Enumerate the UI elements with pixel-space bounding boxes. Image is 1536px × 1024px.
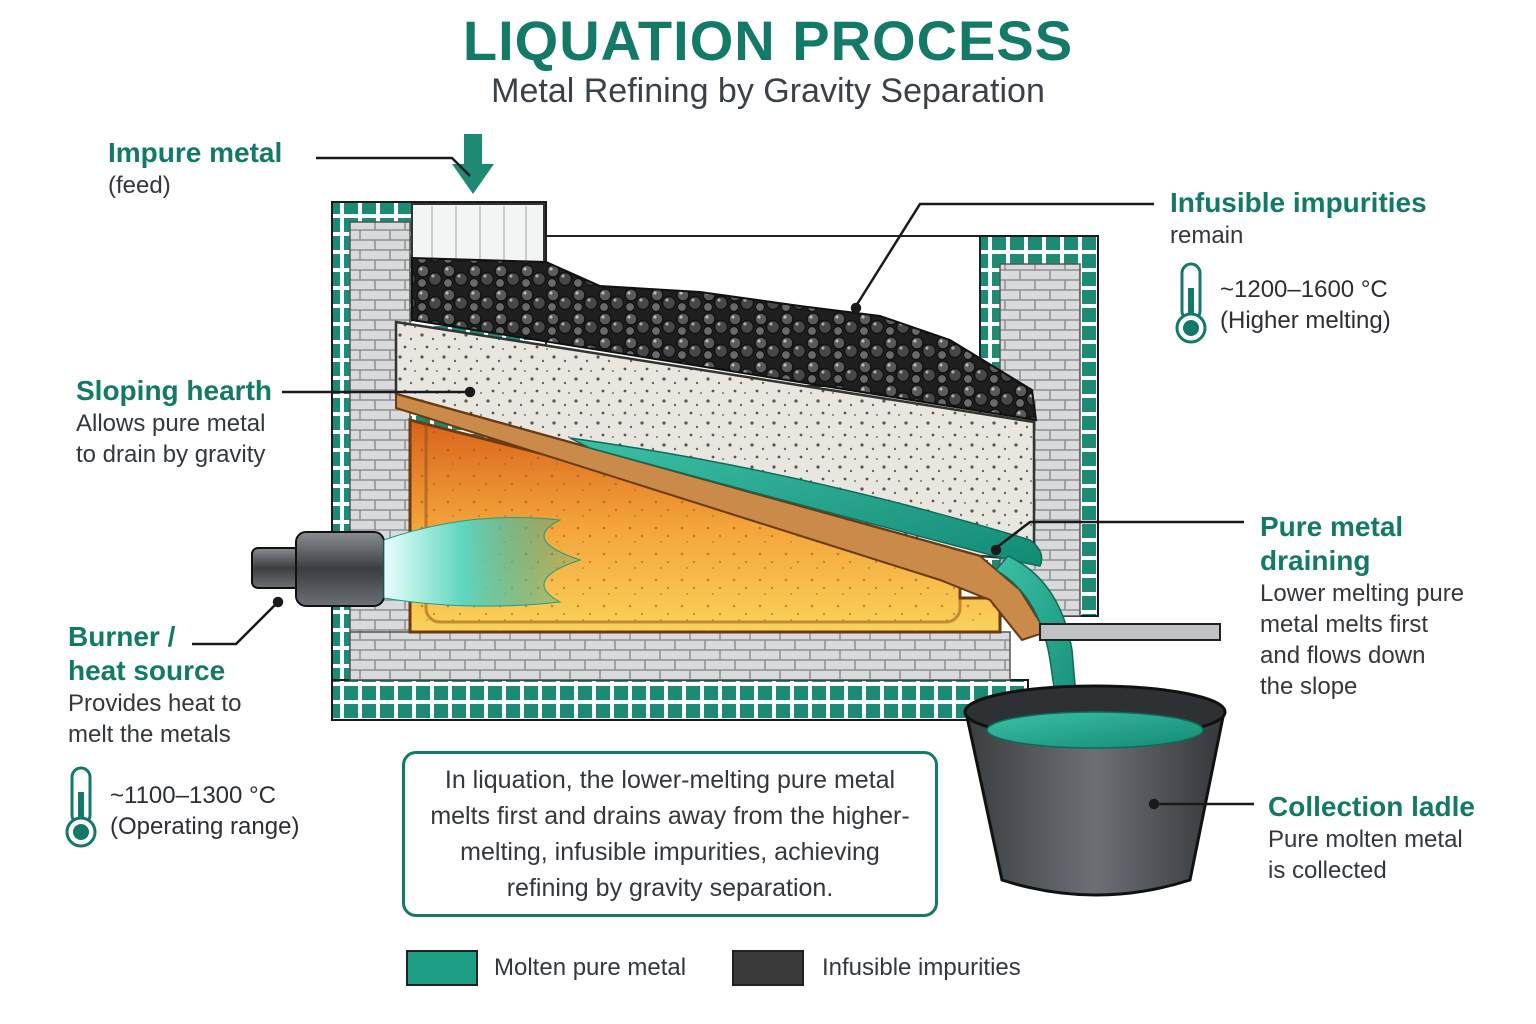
burner-temp-value: ~1100–1300 °C: [110, 782, 276, 809]
leader-burner: [192, 603, 277, 646]
burner-body: [295, 531, 385, 607]
leader-impure-metal: [316, 156, 471, 177]
infusible-temp: ~1200–1600 °C (Higher melting): [1220, 274, 1391, 336]
hearth-underside: [395, 392, 1048, 642]
legend-label-molten: Molten pure metal: [494, 954, 687, 981]
burner-flame: [383, 517, 582, 607]
collection-ladle-heading: Collection ladle: [1268, 791, 1475, 822]
legend-swatch-molten: [406, 950, 478, 986]
sloping-hearth-line2: to drain by gravity: [76, 441, 266, 468]
page-subtitle: Metal Refining by Gravity Separation: [491, 72, 1045, 110]
burner-temp-note: (Operating range): [110, 813, 300, 840]
pure-metal-draining-label: Pure metal draining Lower melting pure m…: [1260, 510, 1464, 702]
pure-metal-line3: and flows down: [1260, 642, 1426, 669]
sloping-hearth-line1: Allows pure metal: [76, 410, 266, 437]
burner-nozzle: [251, 547, 301, 589]
leader-infusible: [854, 202, 1154, 307]
feed-chute: [411, 203, 545, 265]
legend-swatch-impurities: [732, 950, 804, 986]
pure-metal-line4: the slope: [1260, 673, 1358, 700]
infusible-temp-value: ~1200–1600 °C: [1220, 276, 1388, 303]
pure-metal-heading-2: draining: [1260, 545, 1371, 576]
infusible-impurities-label: Infusible impurities remain: [1170, 186, 1427, 251]
burner-heading-1: Burner /: [68, 621, 176, 652]
summary-text: In liquation, the lower-melting pure met…: [430, 766, 910, 902]
outlet-spout: [1039, 623, 1221, 641]
arrow-down-icon: [452, 134, 494, 194]
base-brick: [349, 631, 1011, 681]
thermometer-icon: [1175, 262, 1207, 344]
infusible-impurities-heading: Infusible impurities: [1170, 187, 1427, 218]
collection-ladle-line1: Pure molten metal: [1268, 826, 1463, 853]
impure-metal-heading: Impure metal: [108, 137, 283, 168]
legend-item-molten: Molten pure metal: [406, 950, 686, 986]
thermometer-icon: [65, 766, 97, 848]
collection-ladle-line2: is collected: [1268, 857, 1387, 884]
leader-pure-metal: [995, 520, 1244, 549]
legend-item-impurities: Infusible impurities: [732, 950, 1021, 986]
collection-ladle-label: Collection ladle Pure molten metal is co…: [1268, 790, 1475, 886]
pure-metal-line2: metal melts first: [1260, 611, 1429, 638]
sloping-hearth-label: Sloping hearth Allows pure metal to drai…: [76, 374, 272, 470]
ladle-molten-surface: [986, 711, 1204, 749]
burner-temp: ~1100–1300 °C (Operating range): [110, 780, 299, 842]
impure-metal-text: (feed): [108, 172, 171, 199]
collection-ladle: [964, 710, 1226, 897]
infusible-impurities-text: remain: [1170, 222, 1244, 249]
sloping-hearth-heading: Sloping hearth: [76, 375, 272, 406]
burner-line1: Provides heat to: [68, 690, 242, 717]
page-title: LIQUATION PROCESS: [462, 9, 1074, 72]
pure-metal-heading-1: Pure metal: [1260, 511, 1404, 542]
left-brick-wall: [349, 221, 411, 681]
burner-label: Burner / heat source Provides heat to me…: [68, 620, 241, 750]
furnace-base-tiles: [331, 679, 1029, 721]
impure-metal-label: Impure metal (feed): [108, 136, 282, 201]
summary-box: In liquation, the lower-melting pure met…: [402, 751, 938, 917]
legend-label-impurities: Infusible impurities: [822, 954, 1021, 981]
molten-metal-flow: [569, 437, 1043, 567]
infusible-temp-note: (Higher melting): [1220, 307, 1391, 334]
burner-line2: melt the metals: [68, 721, 231, 748]
impurity-pile: [411, 256, 1038, 422]
burner-heading-2: heat source: [68, 655, 226, 686]
pure-metal-line1: Lower melting pure: [1260, 580, 1465, 607]
